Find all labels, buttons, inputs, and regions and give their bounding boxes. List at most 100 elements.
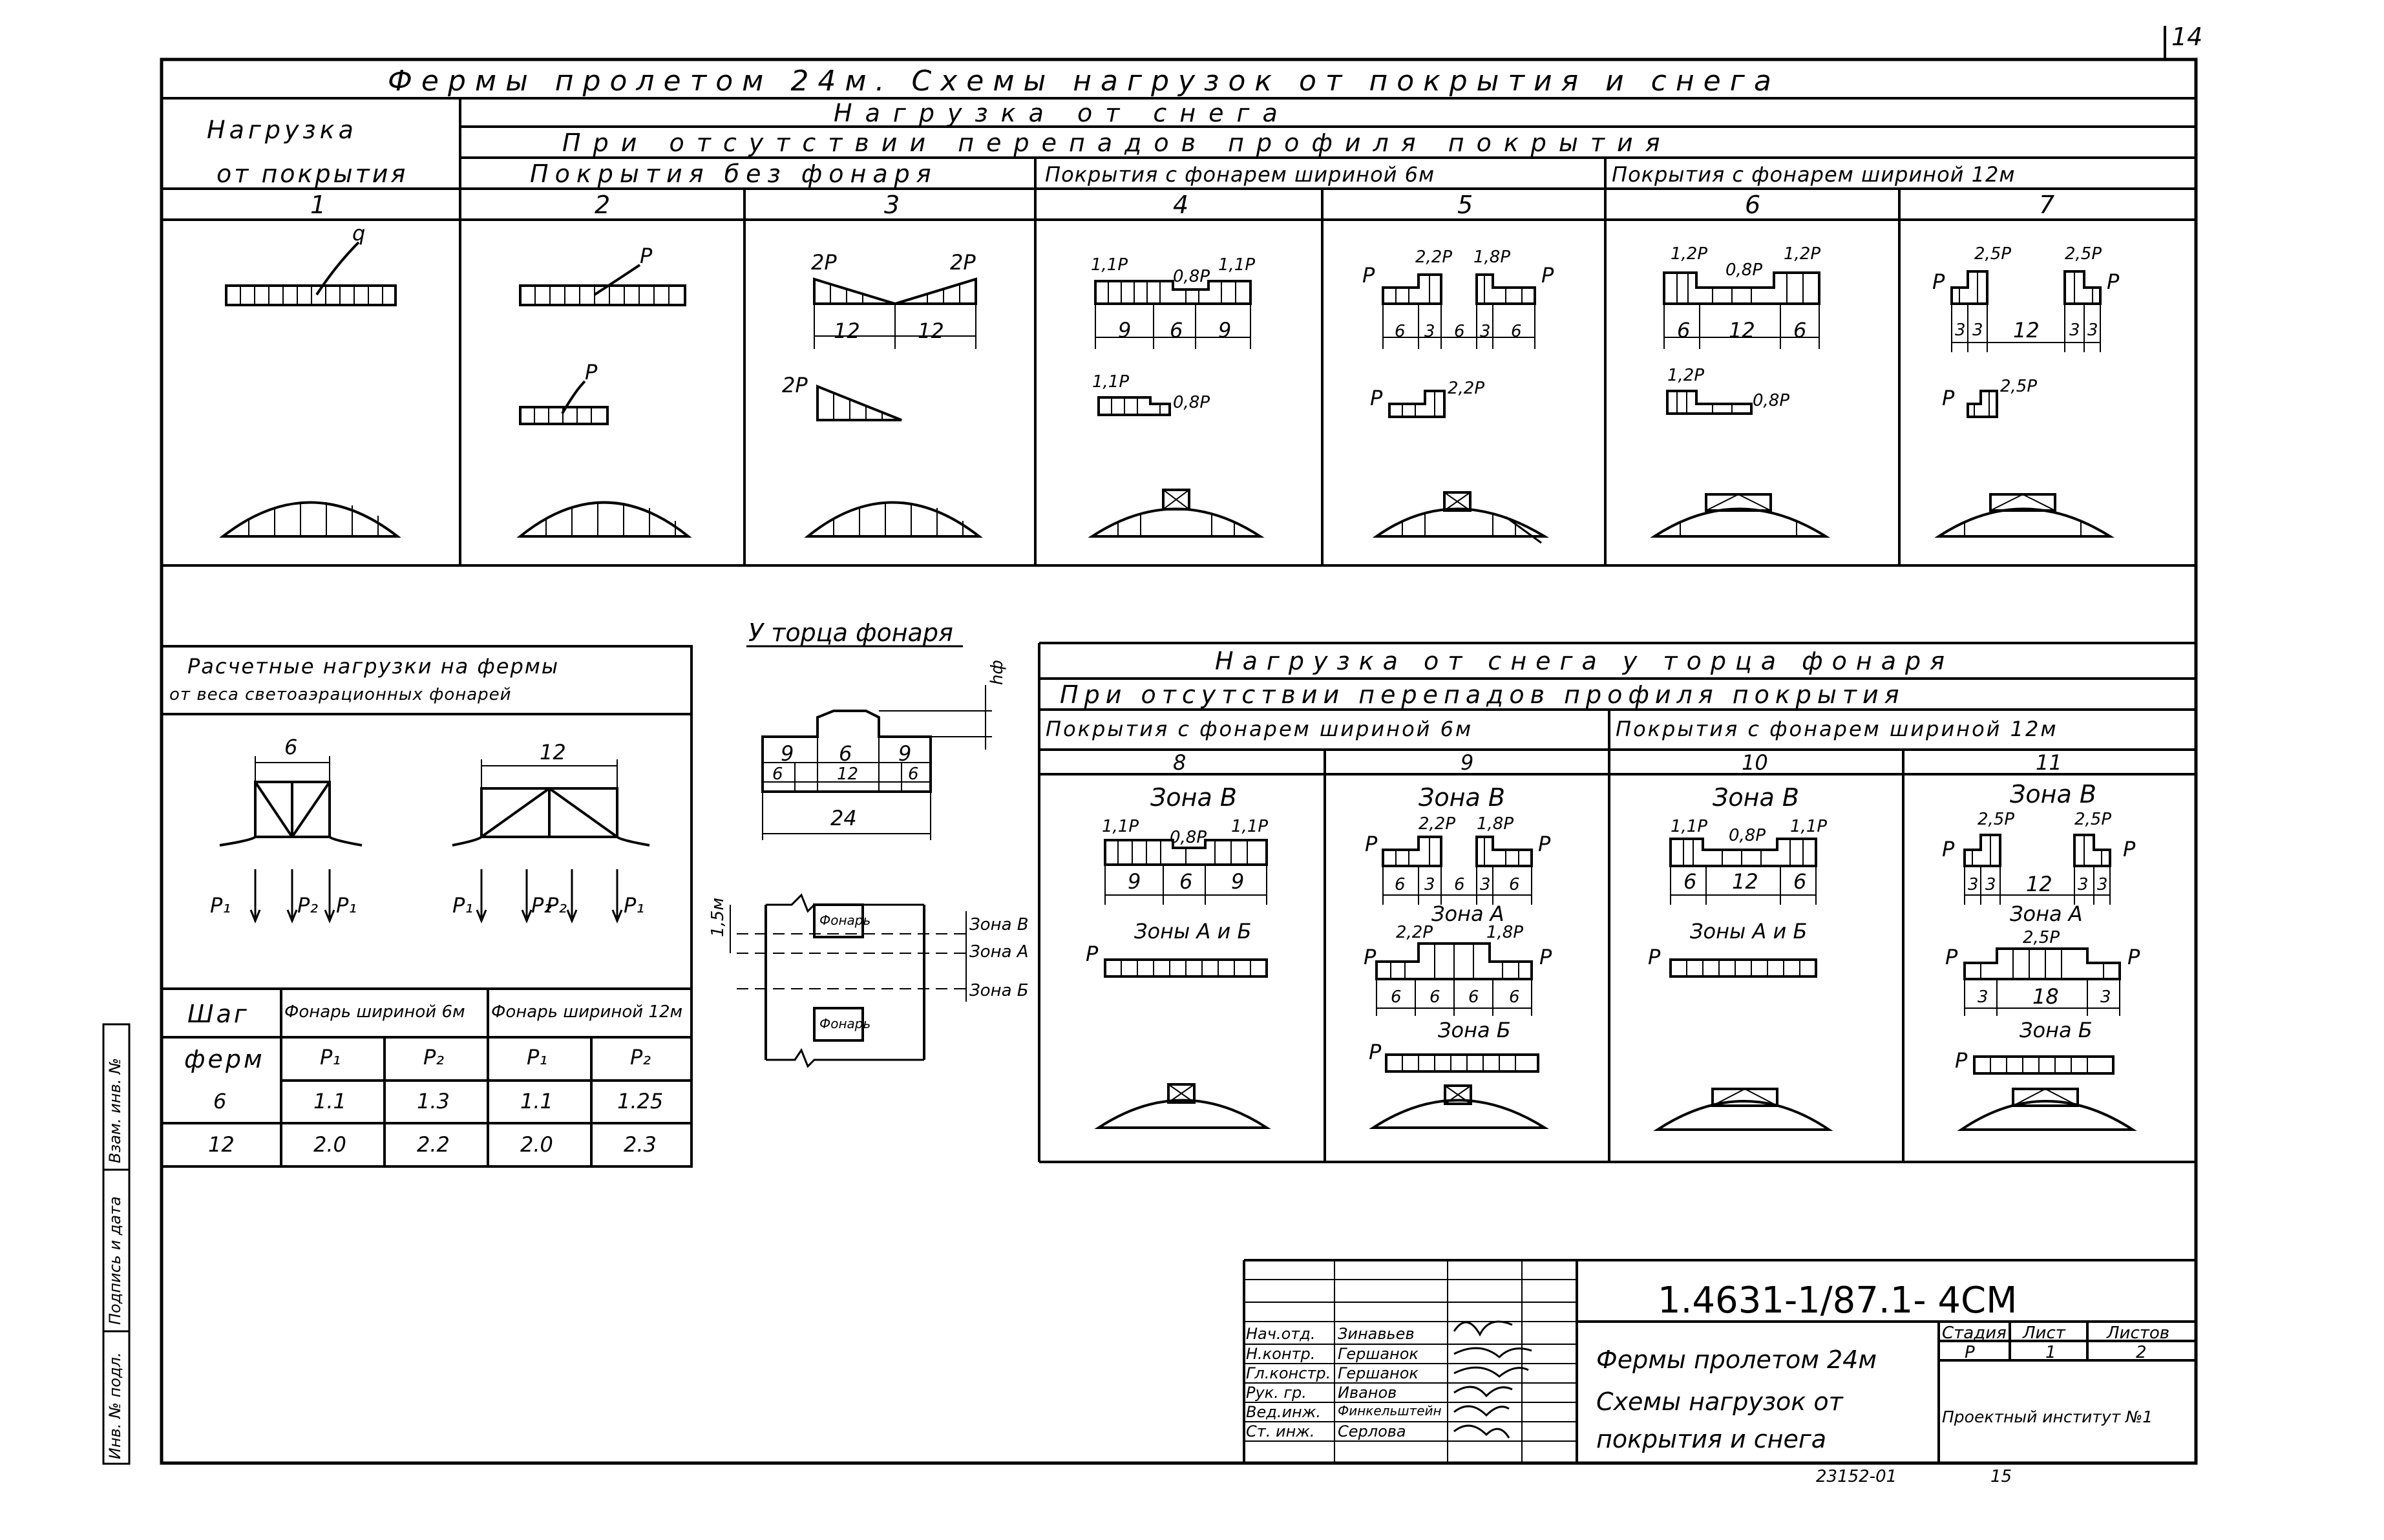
dim-12-a: 12 <box>834 319 860 343</box>
c6-0-8p: 0,8P <box>1725 260 1763 280</box>
roof-load-header-1: Нагрузка <box>207 116 357 144</box>
c7-bottom-p: P <box>1942 386 1955 410</box>
c9-dim-3a: 3 <box>1424 875 1435 894</box>
title-block-title-2: Схемы нагрузок от <box>1596 1387 1843 1416</box>
doc-code: 1.4631-1/87.1- 4СМ <box>1658 1280 2018 1322</box>
c7-dim-3a: 3 <box>1955 321 1966 340</box>
c5-2-2p: 2,2P <box>1415 248 1453 267</box>
c4-dim-9a: 9 <box>1118 318 1132 343</box>
c10-p: P <box>1648 945 1661 969</box>
c6-bottom-1-2p: 1,2P <box>1667 366 1705 385</box>
end-dim-9a: 9 <box>781 741 794 766</box>
c9-1-8p-b: 1,8P <box>1486 923 1524 942</box>
stage-header: Стадия <box>1942 1324 2007 1343</box>
table-row-1-p2-6: 1.3 <box>417 1089 450 1113</box>
c7-dim-3c: 3 <box>2069 321 2080 340</box>
page-title: Фермы пролетом 24м. Схемы нагрузок от по… <box>388 65 1780 98</box>
c9-dim-6d: 6 <box>1391 987 1402 1007</box>
c9-dim-6e: 6 <box>1429 987 1440 1007</box>
c4-1-1p-b: 1,1P <box>1218 255 1256 275</box>
c6-1-2p-a: 1,2P <box>1671 244 1708 264</box>
c9-p-right-2: P <box>1539 945 1552 969</box>
c8-1-1p-a: 1,1P <box>1102 817 1139 836</box>
c5-bottom-2-2p: 2,2P <box>1448 379 1485 398</box>
c5-dim-3b: 3 <box>1480 322 1491 341</box>
c4-dim-6: 6 <box>1170 318 1183 343</box>
c5-dim-3a: 3 <box>1424 322 1435 341</box>
c10-zones-a-b: Зоны А и Б <box>1690 919 1808 944</box>
role-4: Вед.инж. <box>1246 1403 1321 1421</box>
plan-zone-b: Зона Б <box>969 981 1029 1000</box>
force-p2-a: P₂ <box>297 893 319 918</box>
c4-1-1p-a: 1,1P <box>1091 255 1128 275</box>
c9-zone: Зона В <box>1419 783 1505 812</box>
role-1: Н.контр. <box>1246 1345 1316 1363</box>
c7-2-5p-b: 2,5P <box>2065 244 2102 264</box>
c4-bottom-0-8p: 0,8P <box>1173 393 1210 412</box>
col-num-8: 8 <box>1173 750 1187 775</box>
c11-dim-12: 12 <box>2026 872 2052 896</box>
c11-zone: Зона В <box>2010 780 2096 808</box>
table-row-1-p1-12: 1.1 <box>520 1089 553 1113</box>
c11-dim-18: 18 <box>2032 984 2059 1009</box>
c9-zone-a: Зона А <box>1431 902 1504 926</box>
stamp-inventory: Инв. № подл. <box>106 1352 124 1459</box>
c9-2-2p: 2,2P <box>1419 814 1456 834</box>
lantern-dim-12: 12 <box>540 740 566 765</box>
bottom-group-lantern-6: Покрытия с фонарем шириной 6м <box>1046 717 1473 741</box>
c11-dim-3c: 3 <box>2078 875 2089 894</box>
c9-dim-3b: 3 <box>1480 875 1491 894</box>
stamp-replacement: Взам. инв. № <box>106 1058 124 1163</box>
label-2p-right: 2P <box>950 250 976 275</box>
c7-p-right: P <box>2107 269 2120 294</box>
bottom-snow-header: Нагрузка от снега у торца фонаря <box>1215 647 1954 675</box>
end-dim-24: 24 <box>830 806 857 830</box>
col-num-11: 11 <box>2036 750 2062 775</box>
sheets-header: Листов <box>2107 1324 2170 1343</box>
col-num-3: 3 <box>884 191 900 219</box>
c6-dim-12: 12 <box>1729 318 1755 343</box>
title-block-title-1: Фермы пролетом 24м <box>1596 1345 1877 1374</box>
group-no-lantern: Покрытия без фонаря <box>530 160 938 188</box>
table-row-2-p2-12: 2.3 <box>624 1132 657 1157</box>
c7-2-5p-a: 2,5P <box>1974 244 2012 264</box>
name-3: Иванов <box>1338 1384 1397 1402</box>
end-dim-6a: 6 <box>772 765 783 784</box>
snow-load-header: Нагрузка от снега <box>834 99 1291 127</box>
force-p2-d: P₂ <box>546 893 567 918</box>
group-lantern-12: Покрытия с фонарем шириной 12м <box>1612 162 2016 187</box>
c9-zone-b: Зона Б <box>1438 1018 1511 1042</box>
dim-12-b: 12 <box>918 319 944 343</box>
c11-dim-3b: 3 <box>1985 875 1996 894</box>
label-p: P <box>640 244 653 268</box>
c5-p-left: P <box>1362 263 1375 288</box>
c7-dim-12: 12 <box>2013 318 2040 343</box>
table-row-1-p1-6: 1.1 <box>313 1089 346 1113</box>
c10-1-1p-a: 1,1P <box>1671 817 1708 836</box>
role-2: Гл.констр. <box>1246 1364 1331 1382</box>
c11-zone-a: Зона А <box>2010 902 2083 926</box>
plan-lantern-b: Фонарь <box>819 1016 871 1031</box>
sub-p2-b: P₂ <box>630 1045 651 1070</box>
sub-p1-a: P₁ <box>320 1045 341 1070</box>
c11-dim-3a: 3 <box>1968 875 1979 894</box>
force-p1-d: P₁ <box>624 893 645 918</box>
c7-dim-3b: 3 <box>1972 321 1983 340</box>
col-num-2: 2 <box>595 191 611 219</box>
sheets-value: 2 <box>2136 1343 2147 1362</box>
end-dim-6b: 6 <box>908 765 919 784</box>
c7-bottom-2-5p: 2,5P <box>2000 377 2038 396</box>
c7-dim-3d: 3 <box>2087 321 2098 340</box>
c10-1-1p-b: 1,1P <box>1790 817 1828 836</box>
lantern-12-header: Фонарь шириной 12м <box>491 1002 683 1022</box>
table-row-1-step: 6 <box>213 1089 227 1113</box>
stage-value: Р <box>1965 1343 1975 1362</box>
c5-bottom-p: P <box>1370 386 1383 410</box>
c8-p: P <box>1086 942 1099 966</box>
col-num-10: 10 <box>1742 750 1768 775</box>
lantern-loads-title-1: Расчетные нагрузки на фермы <box>187 654 560 679</box>
end-detail-title: У торца фонаря <box>748 618 953 647</box>
c8-zone: Зона В <box>1150 783 1237 812</box>
c10-dim-6b: 6 <box>1793 869 1807 894</box>
lantern-dim-6: 6 <box>284 735 298 759</box>
